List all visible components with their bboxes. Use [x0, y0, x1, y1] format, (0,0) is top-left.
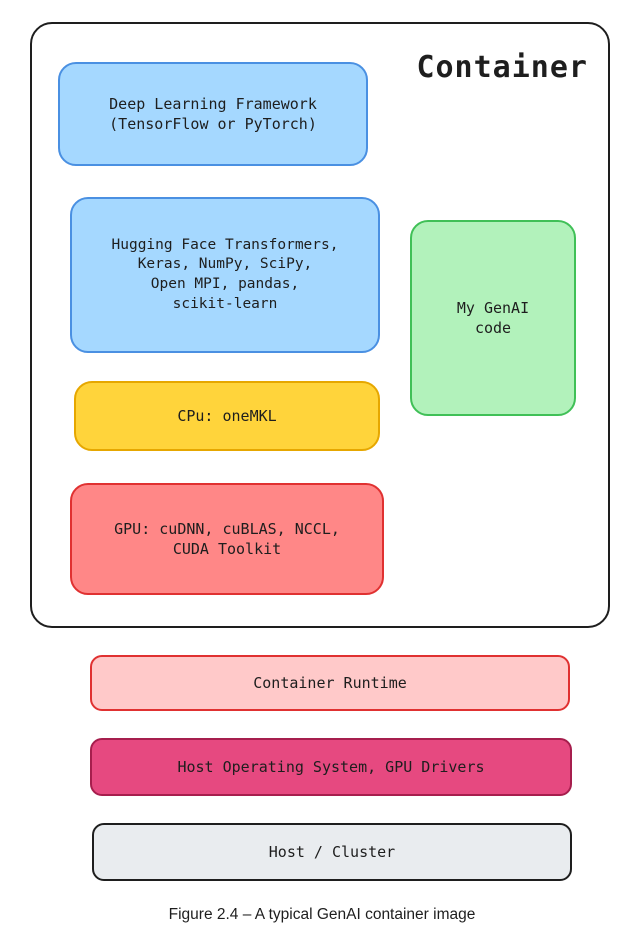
genai-code-box: My GenAI code [410, 220, 576, 416]
host-cluster-box: Host / Cluster [92, 823, 572, 881]
figure-caption: Figure 2.4 – A typical GenAI container i… [168, 906, 476, 923]
gpu-box: GPU: cuDNN, cuBLAS, NCCL, CUDA Toolkit [70, 483, 384, 595]
cpu-box: CPu: oneMKL [74, 381, 380, 451]
container-runtime-box: Container Runtime [90, 655, 570, 711]
framework-box: Deep Learning Framework (TensorFlow or P… [58, 62, 368, 166]
host-os-box: Host Operating System, GPU Drivers [90, 738, 572, 796]
container-title: Container [416, 50, 588, 85]
libraries-box: Hugging Face Transformers, Keras, NumPy,… [70, 197, 380, 353]
